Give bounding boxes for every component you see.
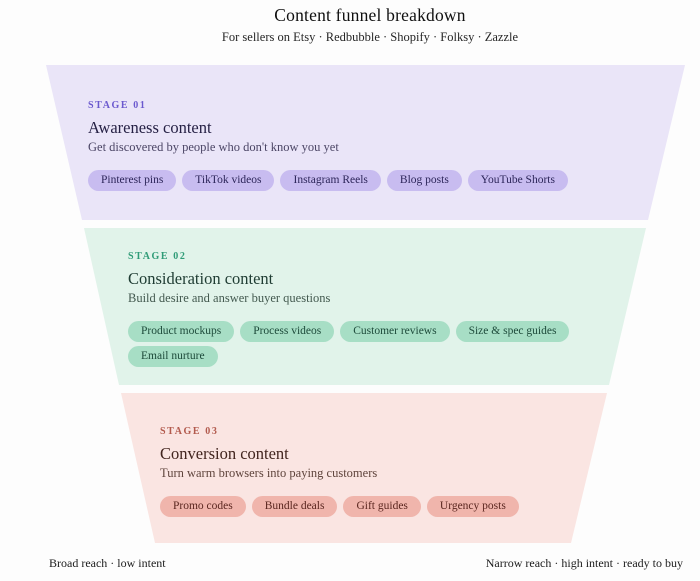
page-title: Content funnel breakdown bbox=[274, 5, 466, 25]
tag-row: Product mockups Process videos Customer … bbox=[128, 321, 570, 342]
funnel-stage-awareness: STAGE 01 Awareness content Get discovere… bbox=[0, 65, 700, 220]
tag-pill: Urgency posts bbox=[426, 496, 519, 517]
stage-description: Turn warm browsers into paying customers bbox=[160, 466, 378, 480]
tag-row: Email nurture bbox=[128, 346, 218, 367]
tag-pill: Customer reviews bbox=[340, 321, 450, 342]
tag-pill: Pinterest pins bbox=[88, 170, 177, 191]
tag-row: Promo codes Bundle deals Gift guides Urg… bbox=[160, 496, 519, 517]
stage-number-label: STAGE 01 bbox=[88, 100, 147, 111]
footer-narrow-reach-note: Narrow reach · high intent · ready to bu… bbox=[485, 556, 683, 570]
stage-description: Get discovered by people who don't know … bbox=[88, 140, 339, 154]
stage-number-label: STAGE 02 bbox=[128, 251, 187, 262]
tag-pill: Product mockups bbox=[128, 321, 235, 342]
tag-list: Pinterest pins TikTok videos Instagram R… bbox=[88, 170, 568, 191]
stage-content: STAGE 03 Conversion content Turn warm br… bbox=[160, 427, 519, 517]
funnel-trapezoid-conversion bbox=[121, 393, 607, 543]
stage-description: Build desire and answer buyer questions bbox=[128, 291, 331, 305]
stage-title: Conversion content bbox=[160, 444, 289, 463]
tag-pill: Size & spec guides bbox=[455, 321, 570, 342]
tag-row: Pinterest pins TikTok videos Instagram R… bbox=[88, 170, 568, 191]
tag-pill: Bundle deals bbox=[251, 496, 338, 517]
tag-pill: Instagram Reels bbox=[280, 170, 381, 191]
tag-pill: Email nurture bbox=[128, 346, 218, 367]
funnel-trapezoid-awareness bbox=[46, 65, 685, 220]
stage-title: Awareness content bbox=[88, 118, 212, 137]
tag-pill: Gift guides bbox=[343, 496, 421, 517]
stage-content: STAGE 01 Awareness content Get discovere… bbox=[88, 101, 568, 191]
tag-pill: YouTube Shorts bbox=[467, 170, 568, 191]
tag-pill: Process videos bbox=[240, 321, 335, 342]
tag-pill: TikTok videos bbox=[182, 170, 275, 191]
tag-list: Product mockups Process videos Customer … bbox=[128, 321, 570, 367]
funnel-stage-conversion: STAGE 03 Conversion content Turn warm br… bbox=[0, 393, 700, 543]
stage-content: STAGE 02 Consideration content Build des… bbox=[128, 251, 570, 367]
stage-title: Consideration content bbox=[128, 269, 274, 288]
tag-pill: Blog posts bbox=[386, 170, 462, 191]
footer-broad-reach-note: Broad reach · low intent bbox=[49, 556, 166, 570]
page-subtitle: For sellers on Etsy · Redbubble · Shopif… bbox=[221, 30, 519, 44]
stage-number-label: STAGE 03 bbox=[160, 426, 219, 437]
tag-list: Promo codes Bundle deals Gift guides Urg… bbox=[160, 496, 519, 517]
funnel-stage-consideration: STAGE 02 Consideration content Build des… bbox=[0, 228, 700, 385]
tag-pill: Promo codes bbox=[160, 496, 246, 517]
